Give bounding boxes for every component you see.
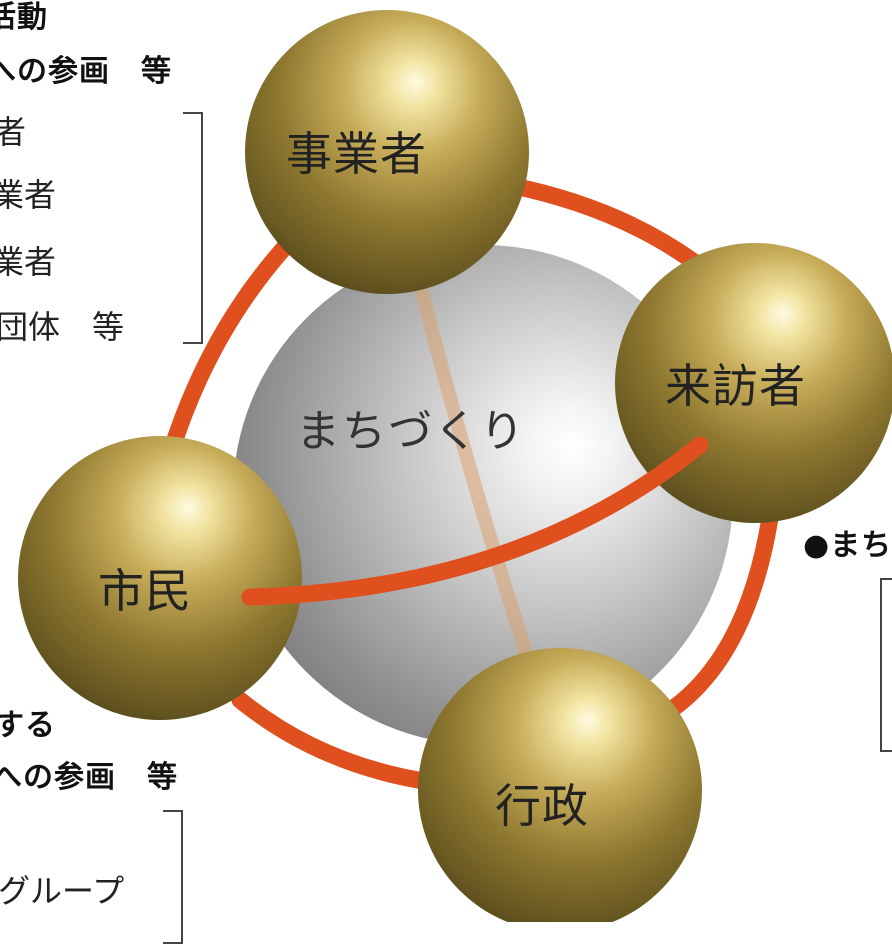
connector-visitor-government (646, 509, 779, 729)
left-top-item-4: 団体 等 (0, 308, 125, 346)
hidden-connector (413, 278, 537, 672)
left-top-item-1: 者 (0, 113, 27, 151)
left-bottom-item-1: グループ (0, 872, 125, 910)
left-top-item-2: 業者 (0, 176, 57, 214)
node-label-business: 事業者 (286, 127, 427, 181)
right-bracket (880, 578, 892, 752)
sphere-government (418, 648, 702, 922)
network-diagram (18, 10, 892, 922)
left-top-bracket (183, 112, 203, 344)
center-label: まちづくり (296, 406, 526, 457)
connector-citizen-government (231, 691, 439, 791)
left-bottom-heading-2: への参画 等 (0, 760, 178, 795)
left-top-heading-2: への参画 等 (0, 54, 172, 89)
node-label-government: 行政 (495, 779, 589, 833)
sphere-citizen (18, 436, 302, 720)
left-top-item-3: 業者 (0, 243, 57, 281)
connector-citizen-visitor (241, 436, 709, 606)
left-bottom-bracket (163, 810, 183, 944)
node-label-citizen: 市民 (98, 564, 192, 618)
connector-business-visitor (489, 174, 714, 279)
left-bottom-heading-1: する (0, 708, 56, 743)
sphere-business (245, 10, 529, 294)
left-top-heading-1: 活動 (0, 0, 48, 35)
node-label-visitor: 来訪者 (665, 359, 806, 413)
right-heading: ●まち (803, 528, 892, 563)
